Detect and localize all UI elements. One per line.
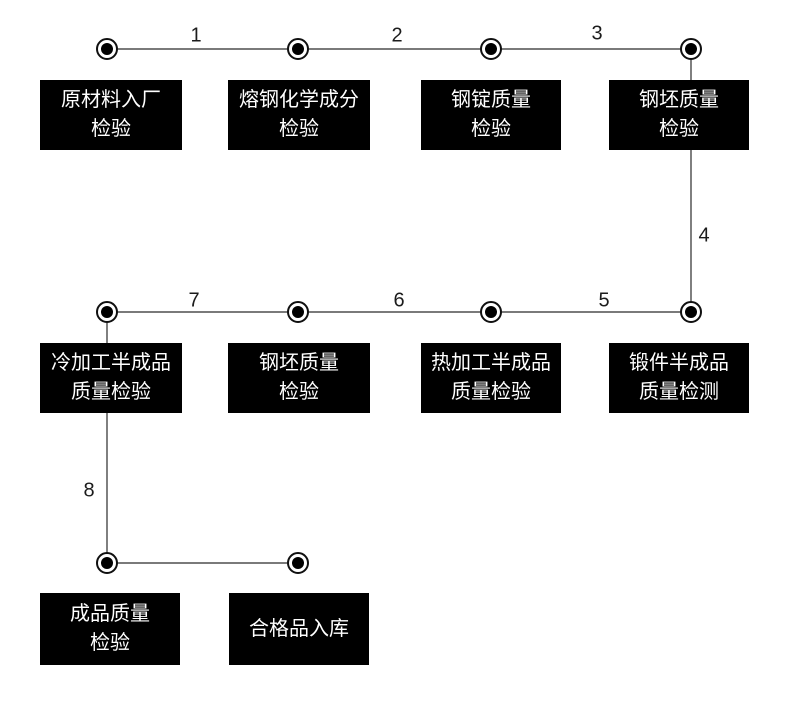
station-box-hot-work-semifinished: 热加工半成品 质量检验	[421, 343, 561, 413]
edge-label-7: 7	[188, 289, 200, 312]
connector-node-r2c2	[287, 301, 309, 323]
station-box-finished-product-quality: 成品质量 检验	[40, 593, 180, 665]
station-box-raw-material-inspection: 原材料入厂 检验	[40, 80, 182, 150]
connector-node-r2c1	[96, 301, 118, 323]
connector-node-r1c1	[96, 38, 118, 60]
edge-label-3: 3	[591, 22, 603, 45]
station-box-billet-quality-top: 钢坯质量 检验	[609, 80, 749, 150]
edge-label-2: 2	[391, 24, 403, 47]
station-box-qualified-warehousing: 合格品入库	[229, 593, 369, 665]
connector-node-r3c1	[96, 552, 118, 574]
edge-label-1: 1	[190, 24, 202, 47]
edge-label-5: 5	[598, 289, 610, 312]
station-box-molten-steel-chemical: 熔钢化学成分 检验	[228, 80, 370, 150]
station-box-billet-quality-mid: 钢坯质量 检验	[228, 343, 370, 413]
edge-label-6: 6	[393, 289, 405, 312]
station-box-cold-work-semifinished: 冷加工半成品 质量检验	[40, 343, 182, 413]
station-box-forging-semifinished: 锻件半成品 质量检测	[609, 343, 749, 413]
edge-label-4: 4	[698, 224, 710, 247]
connector-node-r1c4	[680, 38, 702, 60]
connector-node-r1c2	[287, 38, 309, 60]
connector-node-r2c3	[480, 301, 502, 323]
edge-label-8: 8	[83, 479, 95, 502]
station-box-ingot-quality: 钢锭质量 检验	[421, 80, 561, 150]
connector-node-r2c4	[680, 301, 702, 323]
connector-node-r1c3	[480, 38, 502, 60]
connector-node-r3c2	[287, 552, 309, 574]
